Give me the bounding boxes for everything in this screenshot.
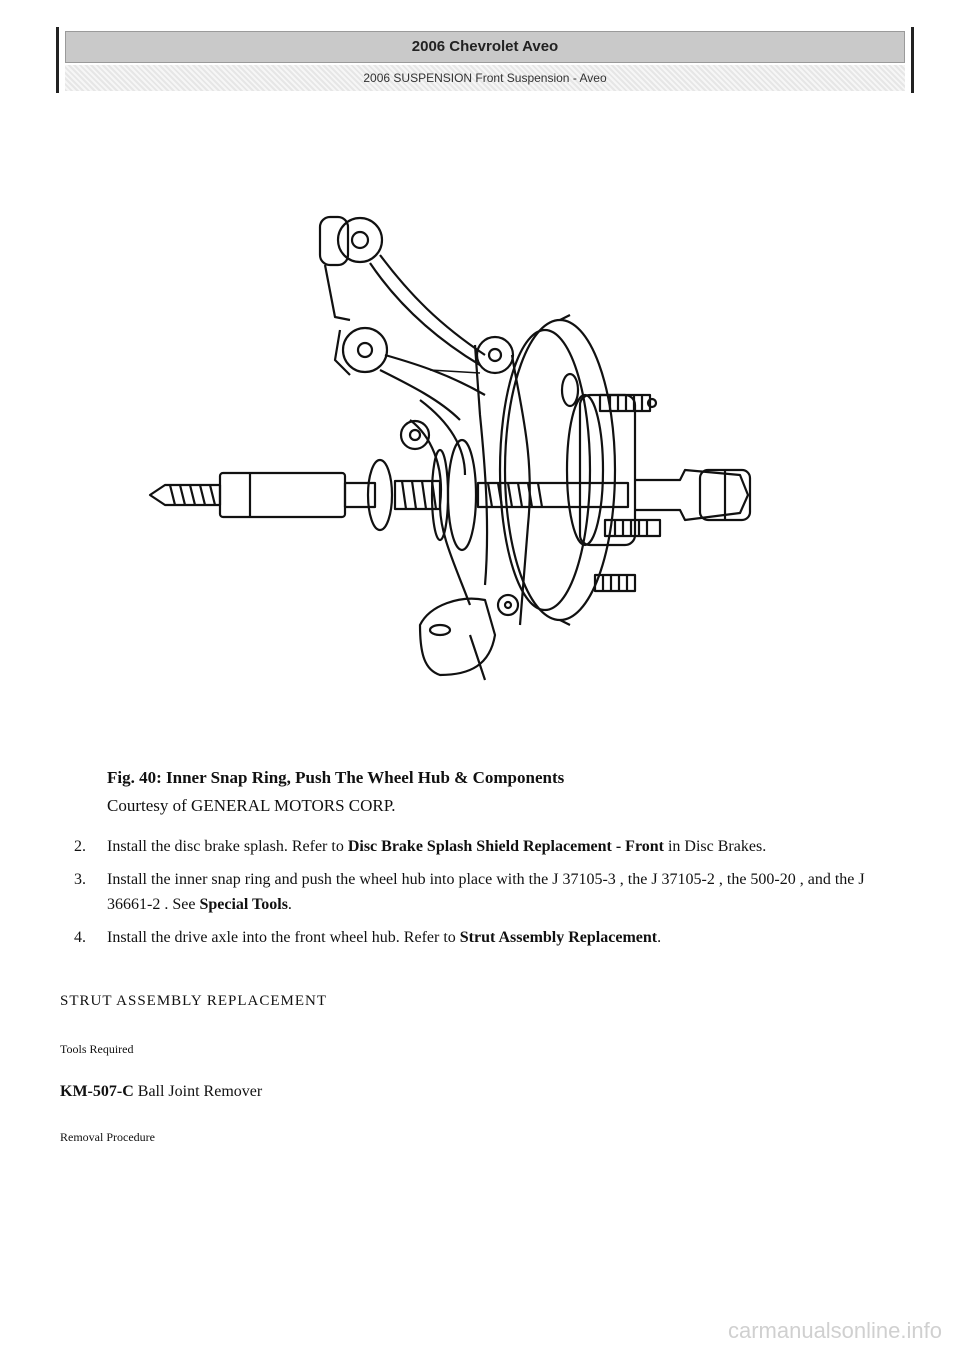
step-number: 2. [74,838,86,855]
knuckle-upper-arm [318,215,486,421]
figure-caption: Fig. 40: Inner Snap Ring, Push The Wheel… [107,764,564,820]
steering-knuckle [399,335,531,681]
step-item: 2. Install the disc brake splash. Refer … [60,834,900,859]
watermark: carmanualsonline.info [727,1318,942,1343]
step-item: 4. Install the drive axle into the front… [60,925,900,950]
tools-required-label: Tools Required [60,1042,134,1056]
step-text-end: . [657,929,662,946]
figure-caption-credit: Courtesy of GENERAL MOTORS CORP. [107,796,396,815]
removal-procedure-label: Removal Procedure [60,1130,155,1144]
vehicle-title: 2006 Chevrolet Aveo [65,31,905,63]
tool-name: Ball Joint Remover [133,1083,263,1100]
callout-line [429,369,481,374]
section-subtitle: 2006 SUSPENSION Front Suspension - Aveo [65,65,905,91]
wheel-hub [498,314,637,626]
section-heading: STRUT ASSEMBLY REPLACEMENT [60,993,328,1009]
step-text: Install the inner snap ring and push the… [107,871,865,913]
tool-entry: KM-507-C Ball Joint Remover [60,1083,262,1101]
wheel-studs [593,393,662,593]
step-number: 3. [74,871,86,888]
figure-caption-title: Fig. 40: Inner Snap Ring, Push The Wheel… [107,768,565,787]
step-text-end: in Disc Brakes. [663,838,767,855]
procedure-steps: 2. Install the disc brake splash. Refer … [60,834,900,958]
strut-assembly-replacement-link[interactable]: Strut Assembly Replacement [459,929,658,946]
step-text: Install the drive axle into the front wh… [107,929,460,946]
step-item: 3. Install the inner snap ring and push … [60,867,900,917]
tool-code: KM-507-C [60,1083,134,1100]
step-number: 4. [74,929,86,946]
step-text-end: . [287,896,292,913]
disc-brake-splash-shield-link[interactable]: Disc Brake Splash Shield Replacement - F… [347,838,664,855]
page-header: 2006 Chevrolet Aveo 2006 SUSPENSION Fron… [56,27,914,93]
wheel-hub-illustration [148,215,752,681]
step-text: Install the disc brake splash. Refer to [107,838,348,855]
press-tool [148,438,752,552]
special-tools-link[interactable]: Special Tools [199,896,288,913]
